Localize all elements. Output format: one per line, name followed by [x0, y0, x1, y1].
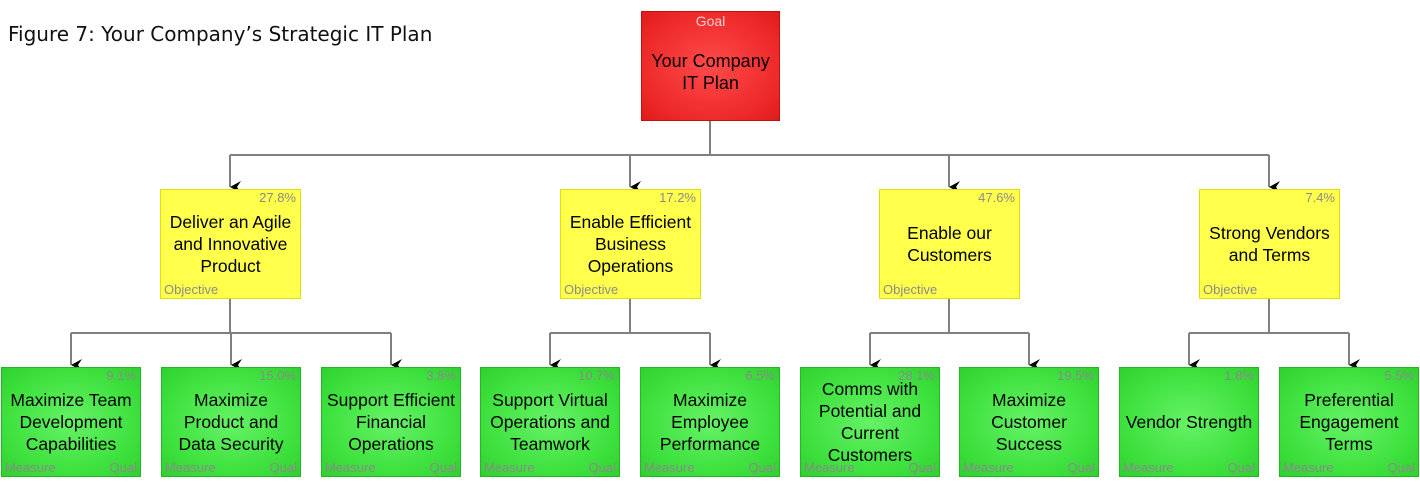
objective-weight: 17.2% [659, 190, 696, 205]
measure-type-label: Qual [748, 460, 776, 475]
measure-kind-label: Measure [1283, 460, 1334, 475]
objective-label: Enable our Customers [907, 223, 992, 265]
measure-kind-label: Measure [644, 460, 695, 475]
measure-kind-label: Measure [165, 460, 216, 475]
objective-kind-label: Objective [164, 282, 219, 297]
measure-kind-label: Measure [1123, 460, 1174, 475]
measure-label: Preferential Engagement Terms [1299, 390, 1399, 454]
measure-label: Support Efficient Financial Operations [326, 390, 456, 454]
measure-node[interactable]: Comms with Potential and Current Custome… [800, 367, 940, 477]
measure-label: Vendor Strength [1125, 412, 1253, 432]
objective-weight: 7.4% [1305, 190, 1335, 205]
measure-weight: 10.7% [578, 368, 615, 383]
measure-weight: 28.1% [898, 368, 935, 383]
objective-weight: 47.6% [978, 190, 1015, 205]
measure-node[interactable]: Maximize Customer Success 19.5% Measure … [959, 367, 1099, 477]
measure-weight: 15.0% [259, 368, 296, 383]
measure-weight: 3.8% [426, 368, 456, 383]
objective-node[interactable]: Deliver an Agile and Innovative Product … [160, 189, 301, 299]
measure-type-label: Qual [1067, 460, 1095, 475]
measure-node[interactable]: Maximize Employee Performance 6.5% Measu… [640, 367, 780, 477]
objective-node[interactable]: Enable Efficient Business Operations 17.… [560, 189, 701, 299]
measure-label: Comms with Potential and Current Custome… [818, 379, 922, 465]
measure-node[interactable]: Preferential Engagement Terms 5.5% Measu… [1279, 367, 1419, 477]
measure-label: Maximize Employee Performance [659, 390, 761, 454]
goal-kind-label: Goal [695, 13, 726, 29]
objective-kind-label: Objective [564, 282, 619, 297]
measure-weight: 6.5% [745, 368, 775, 383]
measure-weight: 5.5% [1384, 368, 1414, 383]
measure-type-label: Qual [1227, 460, 1255, 475]
measure-node[interactable]: Vendor Strength 1.8% Measure Qual [1119, 367, 1259, 477]
measure-type-label: Qual [1387, 460, 1415, 475]
objective-kind-label: Objective [883, 282, 938, 297]
measure-type-label: Qual [109, 460, 137, 475]
measure-kind-label: Measure [5, 460, 56, 475]
measure-node[interactable]: Maximize Product and Data Security 15.0%… [161, 367, 301, 477]
measure-node[interactable]: Support Virtual Operations and Teamwork … [480, 367, 620, 477]
measure-type-label: Qual [588, 460, 616, 475]
measure-node[interactable]: Support Efficient Financial Operations 3… [321, 367, 461, 477]
objective-label: Strong Vendors and Terms [1209, 223, 1330, 265]
measure-node[interactable]: Maximize Team Development Capabilities 9… [1, 367, 141, 477]
measure-weight: 19.5% [1057, 368, 1094, 383]
measure-label: Maximize Customer Success [991, 390, 1067, 454]
measure-type-label: Qual [908, 460, 936, 475]
measure-weight: 1.8% [1224, 368, 1254, 383]
objective-label: Enable Efficient Business Operations [569, 212, 692, 276]
figure-title: Figure 7: Your Company’s Strategic IT Pl… [8, 22, 433, 46]
objective-kind-label: Objective [1203, 282, 1258, 297]
measure-type-label: Qual [429, 460, 457, 475]
measure-label: Support Virtual Operations and Teamwork [490, 390, 610, 454]
measure-weight: 9.1% [106, 368, 136, 383]
measure-kind-label: Measure [484, 460, 535, 475]
objective-label: Deliver an Agile and Innovative Product [169, 212, 292, 276]
objective-weight: 27.8% [259, 190, 296, 205]
measure-label: Maximize Product and Data Security [178, 390, 284, 454]
measure-label: Maximize Team Development Capabilities [10, 390, 132, 454]
measure-type-label: Qual [269, 460, 297, 475]
goal-node[interactable]: Goal Your Company IT Plan [641, 11, 780, 121]
measure-kind-label: Measure [804, 460, 855, 475]
objective-node[interactable]: Strong Vendors and Terms 7.4% Objective [1199, 189, 1340, 299]
objective-node[interactable]: Enable our Customers 47.6% Objective [879, 189, 1020, 299]
measure-kind-label: Measure [325, 460, 376, 475]
measure-kind-label: Measure [963, 460, 1014, 475]
goal-label: Your Company IT Plan [651, 51, 770, 93]
